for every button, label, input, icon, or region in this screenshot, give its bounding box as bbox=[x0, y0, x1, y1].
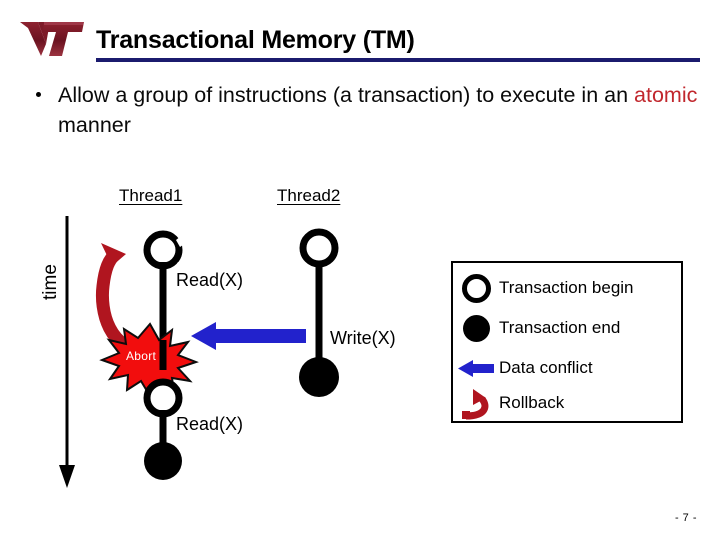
thread1-transaction-begin-1 bbox=[143, 230, 190, 274]
page-number: - 7 - bbox=[674, 512, 697, 524]
legend-label-transaction-end: Transaction end bbox=[499, 318, 621, 337]
page-title: Transactional Memory (TM) bbox=[96, 26, 415, 54]
bullet-text-part-1: Allow a group of instructions (a transac… bbox=[58, 83, 635, 107]
abort-label: Abort bbox=[126, 349, 157, 363]
legend-label-data-conflict: Data conflict bbox=[499, 358, 593, 377]
legend-item-rollback: Rollback bbox=[453, 383, 681, 423]
filled-circle-icon bbox=[453, 314, 499, 342]
vt-logo-icon bbox=[16, 14, 88, 60]
legend-label-transaction-begin: Transaction begin bbox=[499, 278, 634, 297]
legend-item-transaction-end: Transaction end bbox=[453, 308, 681, 348]
thread2-transaction-end bbox=[299, 357, 339, 397]
open-circle-icon bbox=[453, 273, 499, 303]
legend-label-rollback: Rollback bbox=[499, 393, 565, 412]
thread2-header: Thread2 bbox=[277, 186, 341, 205]
time-axis-arrow bbox=[59, 216, 75, 488]
curved-arrow-icon bbox=[453, 386, 499, 420]
rollback-arrow-icon bbox=[95, 243, 151, 360]
thread2-write-label: Write(X) bbox=[330, 328, 396, 348]
time-axis-label: time bbox=[40, 264, 61, 300]
title-underline-rule bbox=[96, 58, 700, 62]
legend-item-data-conflict: Data conflict bbox=[453, 348, 681, 388]
thread1-read-label-1: Read(X) bbox=[176, 270, 244, 290]
bullet-text-part-2: manner bbox=[58, 113, 131, 137]
bullet-marker-icon bbox=[36, 92, 41, 97]
thread1-transaction-begin-2 bbox=[143, 378, 183, 418]
thread1-read-label-2: Read(X) bbox=[176, 414, 244, 434]
legend-item-transaction-begin: Transaction begin bbox=[453, 268, 681, 308]
legend-box: Transaction begin Transaction end Data c… bbox=[451, 261, 683, 423]
bullet-emphasis-atomic: atomic bbox=[634, 83, 698, 107]
thread1-header: Thread1 bbox=[119, 186, 183, 205]
left-arrow-icon bbox=[453, 356, 499, 380]
thread1-transaction-end bbox=[144, 442, 182, 480]
thread2-transaction-begin bbox=[299, 228, 339, 268]
data-conflict-arrow-icon bbox=[191, 322, 306, 350]
bullet-text: Allow a group of instructions (a transac… bbox=[58, 80, 718, 140]
